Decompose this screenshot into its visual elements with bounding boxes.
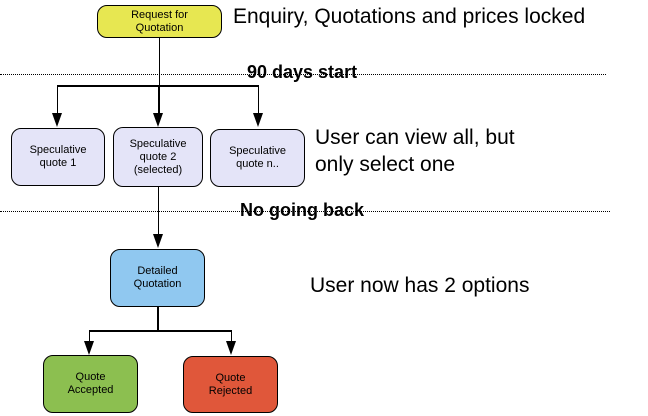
connector-branch-bottom bbox=[89, 330, 232, 332]
node-speculative-quote-1: Speculative quote 1 bbox=[11, 128, 105, 186]
node-quote-accepted: Quote Accepted bbox=[43, 355, 138, 413]
arrow-down-specn-icon bbox=[252, 113, 263, 127]
node-label: Speculative quote n.. bbox=[229, 145, 286, 170]
node-speculative-quote-n: Speculative quote n.. bbox=[210, 129, 305, 187]
phase-label-no-going-back: No going back bbox=[240, 200, 365, 220]
node-request-for-quotation: Request for Quotation bbox=[97, 5, 222, 38]
phase-label-90-days-start: 90 days start bbox=[247, 62, 358, 82]
node-speculative-quote-2-selected: Speculative quote 2 (selected) bbox=[113, 127, 203, 187]
annotation-two-options: User now has 2 options bbox=[310, 274, 530, 297]
phase-divider-line-2 bbox=[0, 211, 610, 212]
node-label: Quote Accepted bbox=[67, 371, 114, 396]
connector-branch-top bbox=[57, 85, 259, 87]
node-detailed-quotation: Detailed Quotation bbox=[110, 249, 205, 307]
node-label: Request for Quotation bbox=[131, 8, 188, 34]
node-label: Speculative quote 2 (selected) bbox=[129, 137, 187, 176]
connector-drop-spec2 bbox=[158, 86, 160, 114]
annotation-view-all: User can view all, but only select one bbox=[315, 126, 515, 176]
arrow-down-accepted-icon bbox=[83, 341, 94, 355]
arrow-down-rejected-icon bbox=[225, 341, 236, 355]
annotation-enquiry: Enquiry, Quotations and prices locked bbox=[233, 5, 586, 28]
node-label: Detailed Quotation bbox=[133, 265, 182, 290]
connector-spec2-to-detailed bbox=[157, 187, 159, 235]
arrow-down-spec2-icon bbox=[153, 113, 163, 127]
arrow-down-detailed-icon bbox=[152, 234, 163, 248]
connector-detailed-stem bbox=[157, 307, 159, 331]
connector-request-stem bbox=[158, 37, 160, 85]
connector-drop-spec1 bbox=[56, 86, 58, 114]
node-label: Quote Rejected bbox=[208, 371, 253, 397]
connector-drop-accepted bbox=[88, 331, 90, 342]
arrow-down-spec1-icon bbox=[51, 113, 62, 127]
node-label: Speculative quote 1 bbox=[29, 144, 87, 169]
connector-drop-rejected bbox=[230, 331, 232, 342]
node-quote-rejected: Quote Rejected bbox=[183, 356, 278, 413]
connector-drop-specn bbox=[257, 86, 259, 114]
phase-divider-line-1 bbox=[0, 74, 606, 75]
